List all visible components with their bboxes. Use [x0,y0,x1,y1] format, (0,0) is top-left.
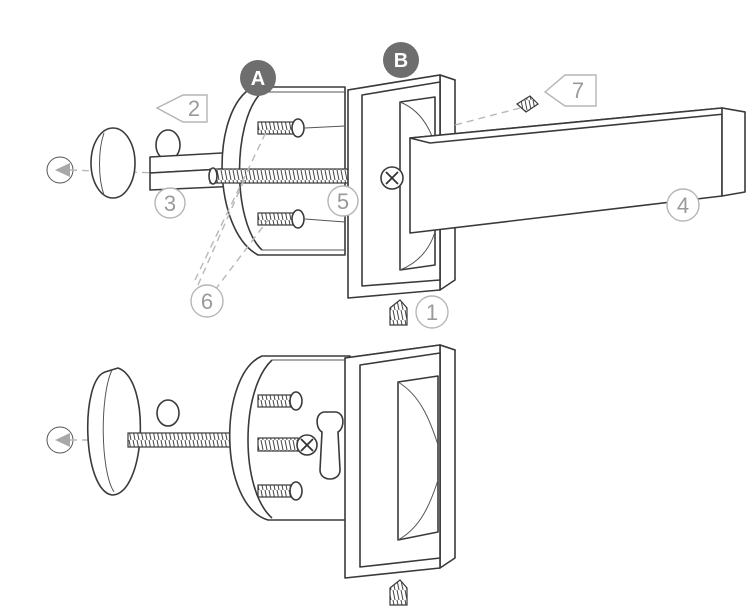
callout-1: 1 [415,295,449,329]
callout-2: 2 [155,94,208,123]
lever-handle [409,107,746,234]
exploded-view: A B 2 3 5 4 6 [46,42,746,329]
callout-4: 4 [666,188,700,222]
oval-rose-cover [86,367,180,496]
screw-bottom-2 [257,434,318,456]
callout-1-label: 1 [426,300,438,325]
badge-b: B [383,42,419,78]
badge-a-label: A [251,68,265,90]
fixing-screw-top [257,118,346,138]
callout-5: 5 [327,185,359,217]
screw-bottom-3 [257,481,303,501]
callout-6: 6 [190,284,224,318]
square-neck-bottom [344,344,456,579]
assembled-view [46,344,456,606]
leader-lines-6 [194,127,269,291]
grub-screw-bottom [389,579,408,606]
badge-b-label: B [394,50,408,72]
callout-4-label: 4 [677,193,689,218]
fixing-screw-bottom [257,209,346,229]
callout-3-label: 3 [164,191,176,216]
keyhole-slot [316,411,344,480]
cross-screw-head [380,166,404,190]
callout-3: 3 [154,187,186,219]
callout-7-label: 7 [572,78,584,103]
grub-screw-7 [454,95,539,126]
callout-7: 7 [543,74,597,107]
badge-a: A [240,60,276,96]
callout-2-label: 2 [188,96,200,121]
grub-screw-1 [389,299,408,326]
threaded-rod [208,167,387,185]
screw-bottom-1 [257,391,303,411]
callout-5-label: 5 [337,189,349,214]
callout-6-label: 6 [201,289,213,314]
